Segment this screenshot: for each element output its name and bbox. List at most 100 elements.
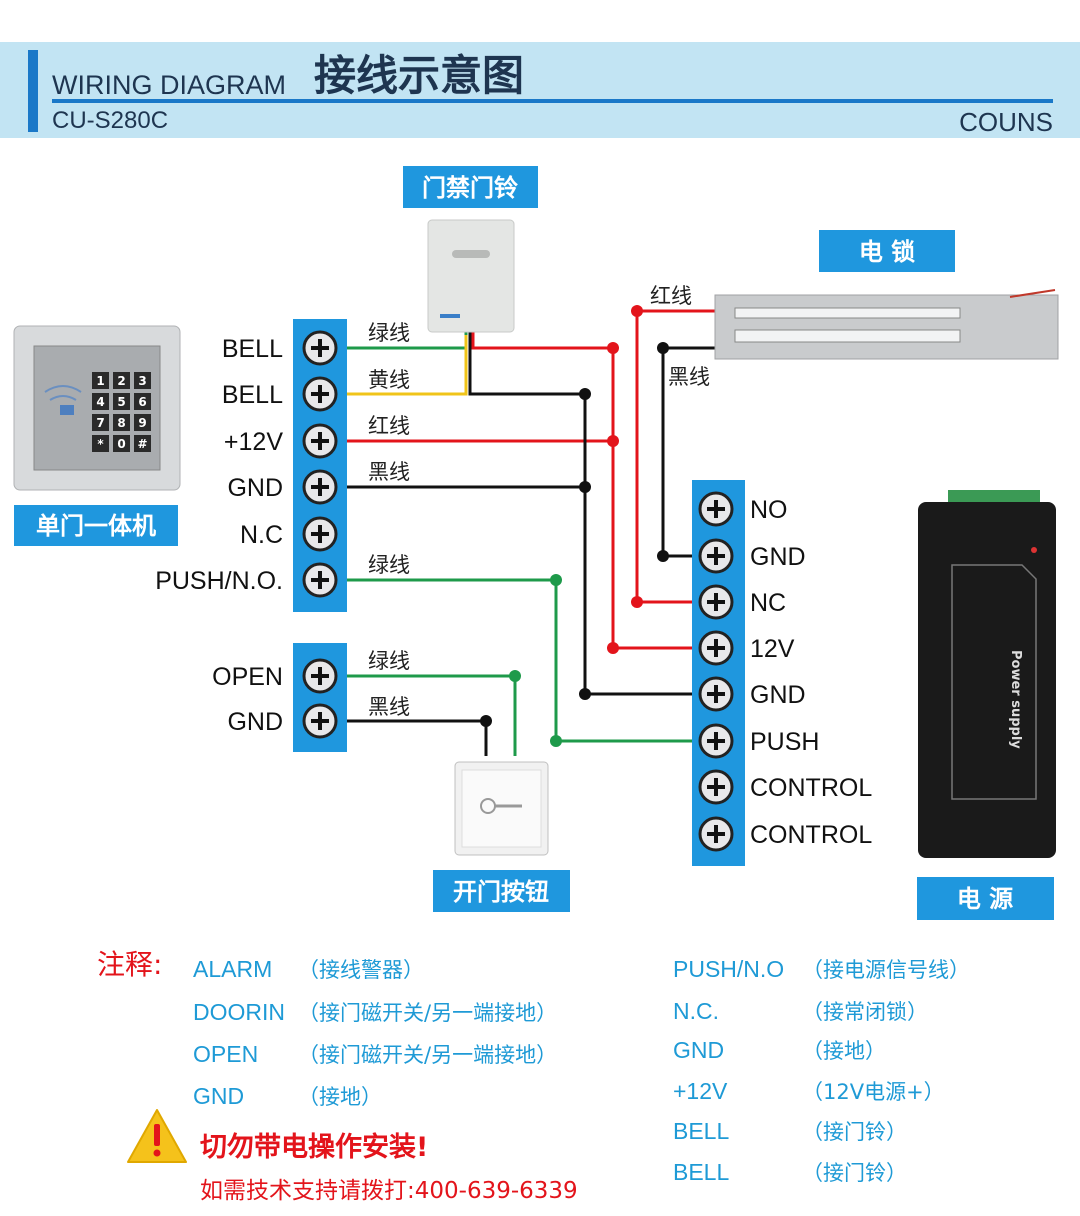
- junction-dot: [631, 596, 643, 608]
- keypad-key: [134, 435, 151, 452]
- plus-icon: [311, 525, 329, 543]
- keypad-key-label: 3: [138, 374, 146, 388]
- terminal-label: GND: [750, 543, 806, 571]
- keypad-key: [92, 435, 109, 452]
- keypad-key-label: 0: [117, 437, 125, 451]
- model-number: CU-S280C: [52, 107, 168, 134]
- wire-push-green: [347, 578, 692, 743]
- wire-label: 黑线: [668, 365, 710, 389]
- note-desc: （接电源信号线）: [802, 958, 970, 982]
- key-icon: [480, 798, 522, 814]
- terminal: GND: [227, 469, 338, 505]
- plus-icon: [311, 478, 329, 496]
- lock-label-box: [819, 230, 955, 272]
- terminal-label: GND: [227, 708, 283, 736]
- card-icon: [60, 405, 74, 415]
- keypad-key-label: #: [137, 437, 147, 451]
- plus-icon: [707, 500, 725, 518]
- terminal-label: N.C: [240, 521, 283, 549]
- wire-labels: 绿线 黄线 红线 黑线 绿线 绿线 黑线 红线 黑线: [368, 284, 710, 719]
- terminal-label: 12V: [750, 635, 795, 663]
- terminal-label: NO: [750, 496, 788, 524]
- note-desc: （12V电源+）: [802, 1080, 945, 1104]
- keypad-key-label: 8: [117, 416, 125, 430]
- support-text: 如需技术支持请拨打:400-639-6339: [200, 1178, 578, 1204]
- button-label: 开门按钮: [453, 878, 549, 906]
- plus-icon: [311, 339, 329, 357]
- lock-cable: [1009, 289, 1056, 298]
- terminal: PUSH/N.O.: [155, 562, 338, 598]
- terminal-label: BELL: [222, 335, 283, 363]
- power-terminal-strip: [692, 480, 745, 866]
- doorbell-label-box: [403, 166, 538, 208]
- keypad-key: [113, 372, 130, 389]
- terminal-label: CONTROL: [750, 821, 872, 849]
- brand: COUNS: [959, 107, 1053, 137]
- junction-dot: [509, 670, 521, 682]
- terminal: 12V: [698, 630, 795, 666]
- title-en: WIRING DIAGRAM: [52, 70, 286, 100]
- notes-right: PUSH/N.O（接电源信号线）N.C.（接常闭锁）GND（接地）+12V（12…: [673, 956, 970, 1185]
- terminal-label: BELL: [222, 381, 283, 409]
- terminal-label: PUSH: [750, 728, 819, 756]
- terminal: PUSH: [698, 723, 819, 759]
- terminal: CONTROL: [698, 769, 872, 805]
- plus-icon: [311, 712, 329, 730]
- note-desc: （接地）: [298, 1085, 382, 1109]
- note-term: N.C.: [673, 998, 719, 1024]
- junction-dot: [607, 642, 619, 654]
- note-term: ALARM: [193, 956, 272, 982]
- note-desc: （接门磁开关/另一端接地）: [298, 1043, 557, 1067]
- keypad-key: [134, 372, 151, 389]
- note-term: GND: [193, 1083, 244, 1109]
- exit-button-face: [461, 769, 542, 848]
- junction-dots: [480, 305, 669, 747]
- terminal: BELL: [222, 376, 338, 412]
- plus-icon: [707, 639, 725, 657]
- plus-icon: [311, 385, 329, 403]
- notes-title: 注释:: [97, 948, 162, 981]
- wire-label: 绿线: [368, 553, 410, 577]
- wire-label: 黑线: [368, 695, 410, 719]
- notes-left: ALARM（接线警器）DOORIN（接门磁开关/另一端接地）OPEN（接门磁开关…: [193, 956, 557, 1109]
- note-desc: （接地）: [802, 1039, 886, 1063]
- keypad-key: [92, 393, 109, 410]
- note-desc: （接门铃）: [802, 1120, 907, 1144]
- plus-icon: [707, 685, 725, 703]
- note-term: DOORIN: [193, 999, 285, 1025]
- wire-label: 黄线: [368, 368, 410, 392]
- keypad-key: [92, 372, 109, 389]
- keypad-key: [134, 393, 151, 410]
- terminal-label: GND: [227, 474, 283, 502]
- note-desc: （接线警器）: [298, 958, 424, 982]
- junction-dot: [579, 688, 591, 700]
- keypad-key-label: 7: [96, 416, 104, 430]
- junction-dot: [579, 481, 591, 493]
- plus-icon: [707, 778, 725, 796]
- power-label-box: [917, 877, 1054, 920]
- wire-label: 绿线: [368, 649, 410, 673]
- plus-icon: [707, 593, 725, 611]
- note-term: GND: [673, 1037, 724, 1063]
- terminal-label: GND: [750, 681, 806, 709]
- wire-label: 绿线: [368, 321, 410, 345]
- keypad-key-label: *: [97, 437, 104, 451]
- doorbell: 门禁门铃: [403, 166, 538, 333]
- keypad-key-label: 4: [96, 395, 104, 409]
- junction-dot: [631, 305, 643, 317]
- plus-icon: [311, 432, 329, 450]
- wire-label: 红线: [650, 284, 692, 308]
- keypad-key: [134, 414, 151, 431]
- junction-dot: [607, 342, 619, 354]
- lock-label: 电 锁: [859, 238, 915, 266]
- wire-bell-black: [468, 332, 585, 396]
- terminal-label: NC: [750, 589, 786, 617]
- power-supply-text: Power supply: [1008, 650, 1023, 749]
- button-label-box: [433, 870, 570, 912]
- doorbell-logo: [440, 314, 460, 318]
- terminal: GND: [698, 538, 806, 574]
- title-cn: 接线示意图: [314, 52, 524, 99]
- note-term: BELL: [673, 1118, 729, 1144]
